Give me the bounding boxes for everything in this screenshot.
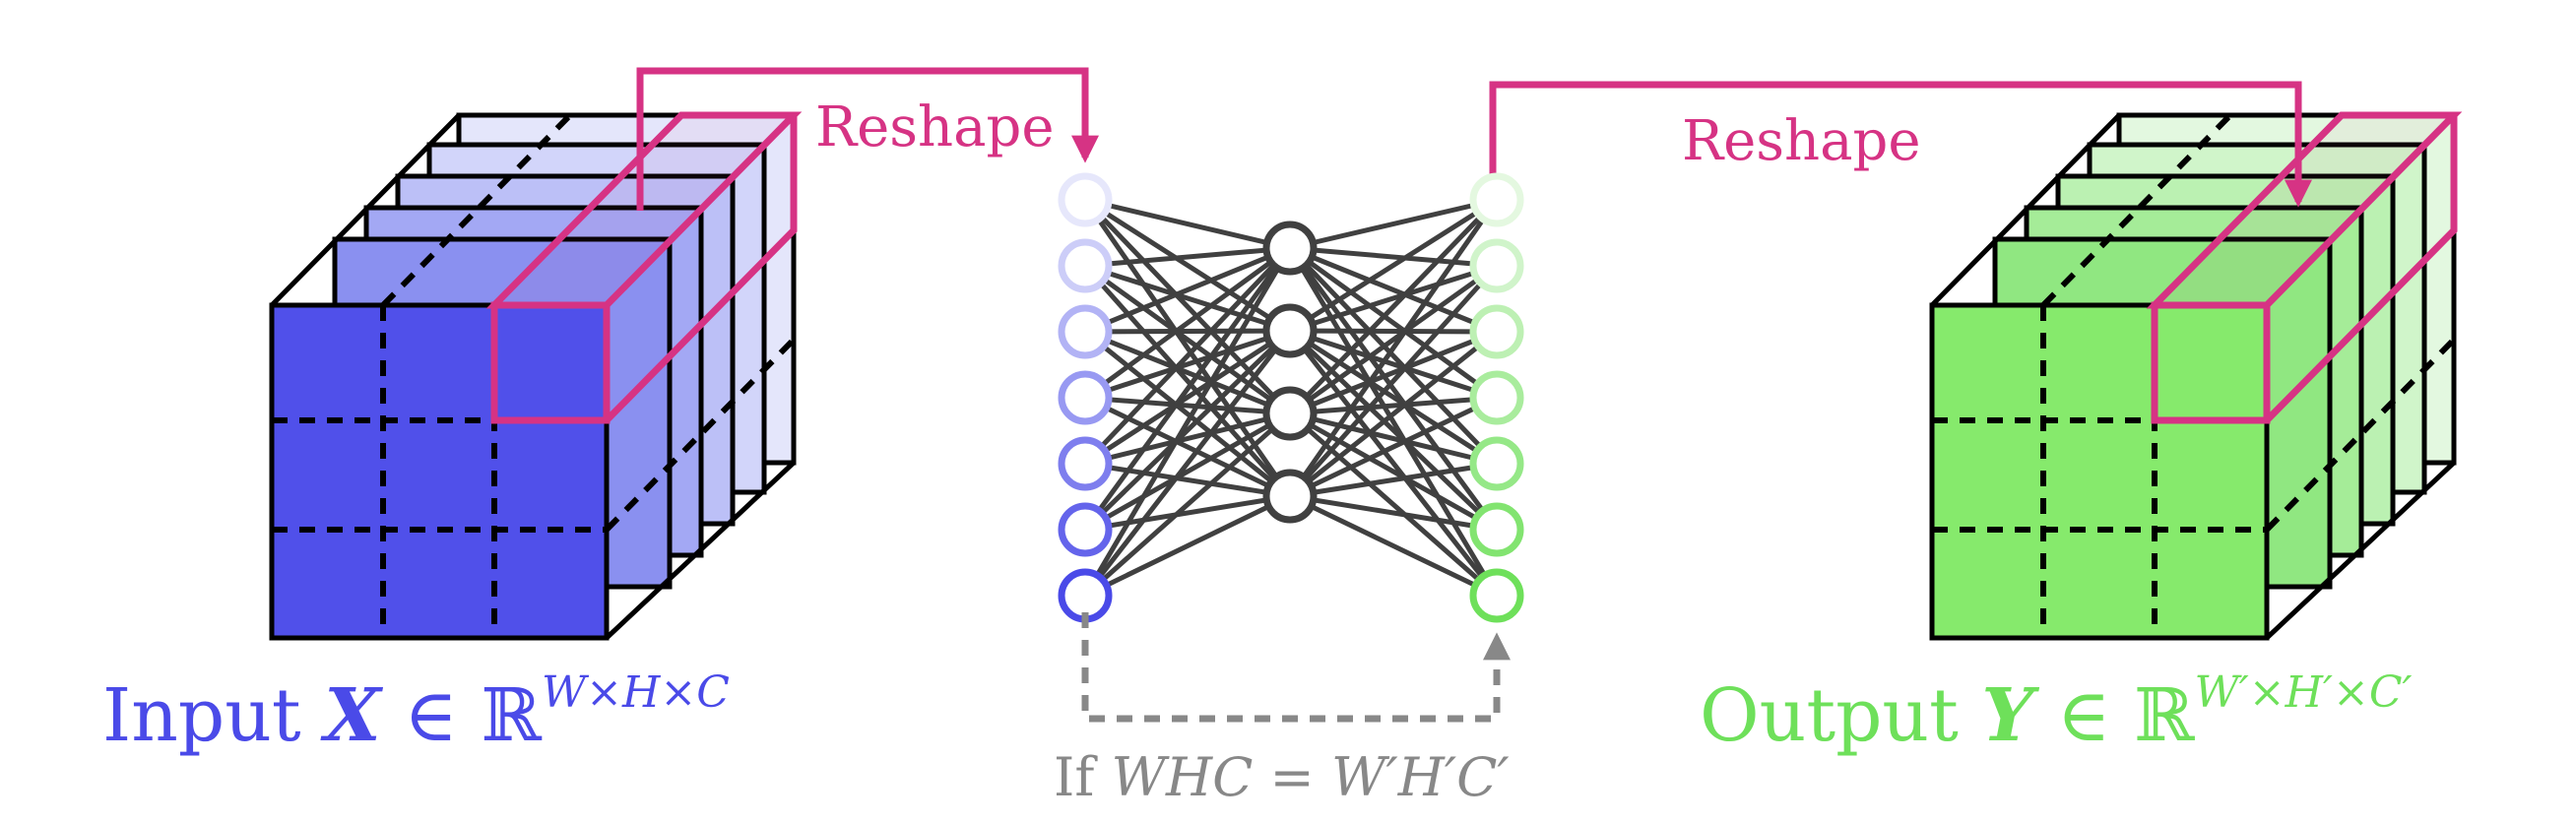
edge-in-3-hid-2 — [1084, 395, 1291, 416]
input-label: Input X ∈ ℝW×H×C — [102, 667, 730, 758]
input-node-3 — [1058, 304, 1113, 359]
edge-in-2-hid-1 — [1084, 328, 1291, 335]
output-node-5 — [1469, 436, 1524, 491]
edge-in-2-hid-3 — [1083, 330, 1292, 498]
edge-hid-0-out-3 — [1288, 245, 1499, 401]
edge-hid-2-out-3 — [1289, 395, 1498, 416]
edge-hid-3-out-6 — [1288, 493, 1499, 599]
hidden-node-1 — [1262, 221, 1318, 276]
edge-hid-0-out-6 — [1287, 246, 1500, 598]
identity-skip-arrow — [1081, 612, 1511, 723]
network-connections — [1082, 197, 1500, 599]
input-node-6 — [1058, 502, 1113, 557]
hidden-node-4 — [1262, 469, 1318, 524]
edge-hid-1-out-4 — [1288, 328, 1499, 467]
edge-in-2-hid-2 — [1084, 329, 1291, 416]
output-label-prefix: Output — [1700, 673, 1981, 758]
edge-hid-2-out-1 — [1288, 263, 1499, 416]
edge-hid-1-out-1 — [1289, 263, 1498, 334]
edge-in-1-hid-3 — [1083, 264, 1292, 498]
output-label: Output Y ∈ ℝW′×H′×C′ — [1700, 667, 2412, 758]
output-node-4 — [1469, 370, 1524, 425]
input-tensor-cube — [269, 111, 803, 641]
output-tensor-cube — [1929, 111, 2463, 641]
network-output-layer — [1469, 172, 1524, 623]
input-node-2 — [1058, 238, 1113, 293]
output-node-7 — [1469, 568, 1524, 623]
hidden-node-2 — [1262, 303, 1318, 358]
condition-label: If WHC = W′H′C′ — [1054, 746, 1510, 808]
edge-in-4-hid-1 — [1083, 328, 1292, 467]
network-hidden-layer — [1262, 221, 1318, 524]
output-label-superscript: W′×H′×C′ — [2195, 667, 2413, 718]
edge-in-5-hid-0 — [1082, 246, 1293, 532]
edge-hid-3-out-4 — [1289, 461, 1498, 499]
edge-in-3-hid-1 — [1084, 328, 1291, 401]
edge-hid-0-out-4 — [1288, 246, 1499, 466]
edge-in-6-hid-1 — [1083, 329, 1292, 598]
edge-hid-1-out-3 — [1289, 328, 1498, 401]
edge-hid-2-out-2 — [1289, 329, 1498, 416]
edge-hid-3-out-2 — [1288, 330, 1499, 498]
output-node-2 — [1469, 238, 1524, 293]
output-node-3 — [1469, 304, 1524, 359]
edge-in-5-hid-3 — [1084, 493, 1291, 533]
input-node-4 — [1058, 370, 1113, 425]
output-node-6 — [1469, 502, 1524, 557]
condition-formula: WHC = W′H′C′ — [1111, 746, 1509, 808]
input-node-7 — [1058, 568, 1113, 623]
edge-hid-1-out-0 — [1288, 197, 1499, 334]
input-node-5 — [1058, 436, 1113, 491]
edge-in-1-hid-2 — [1083, 263, 1292, 416]
edge-in-6-hid-3 — [1083, 493, 1292, 599]
edge-in-1-hid-1 — [1084, 263, 1291, 334]
input-label-superscript: W×H×C — [542, 667, 730, 718]
edge-hid-0-out-0 — [1289, 197, 1498, 251]
edge-in-0-hid-0 — [1084, 197, 1291, 251]
edge-in-5-hid-1 — [1083, 329, 1292, 532]
edge-hid-3-out-1 — [1288, 264, 1499, 498]
edge-in-6-hid-2 — [1083, 412, 1292, 598]
hidden-node-3 — [1262, 386, 1318, 441]
output-label-symbol: Y — [1981, 673, 2039, 758]
input-label-prefix: Input — [102, 673, 324, 758]
edge-hid-0-out-5 — [1287, 246, 1500, 532]
edge-hid-2-out-5 — [1288, 411, 1499, 533]
input-label-relation: ∈ ℝ — [381, 673, 543, 758]
input-node-1 — [1058, 172, 1113, 227]
edge-hid-3-out-5 — [1289, 493, 1498, 533]
reshape-label-left: Reshape — [815, 95, 1054, 159]
output-label-relation: ∈ ℝ — [2033, 673, 2195, 758]
reshape-arrow-right — [1489, 81, 2312, 208]
edge-in-4-hid-2 — [1084, 411, 1291, 467]
edge-hid-3-out-3 — [1288, 395, 1499, 499]
reshape-arrow-left — [636, 67, 1099, 211]
edge-in-6-hid-0 — [1082, 246, 1293, 598]
edge-in-2-hid-0 — [1084, 245, 1291, 335]
output-node-1 — [1469, 172, 1524, 227]
edge-hid-0-out-2 — [1289, 245, 1498, 335]
reshape-label-right: Reshape — [1682, 109, 1920, 173]
network-input-layer — [1058, 172, 1113, 623]
edge-hid-2-out-0 — [1288, 198, 1499, 415]
edge-in-5-hid-2 — [1083, 411, 1292, 533]
edge-in-1-hid-0 — [1084, 245, 1291, 269]
condition-prefix: If — [1054, 746, 1111, 808]
edge-hid-2-out-4 — [1289, 411, 1498, 467]
edge-in-4-hid-3 — [1084, 461, 1291, 499]
edge-hid-1-out-5 — [1288, 329, 1499, 532]
edge-hid-0-out-1 — [1289, 245, 1498, 269]
edge-in-3-hid-0 — [1083, 245, 1292, 401]
edge-in-4-hid-0 — [1083, 246, 1292, 466]
output-highlight-column — [2146, 111, 2463, 424]
input-highlight-column — [485, 111, 803, 424]
input-label-symbol: X — [320, 673, 383, 758]
edge-hid-3-out-0 — [1287, 198, 1500, 498]
edge-hid-1-out-2 — [1289, 328, 1498, 335]
edge-in-3-hid-3 — [1083, 395, 1292, 499]
